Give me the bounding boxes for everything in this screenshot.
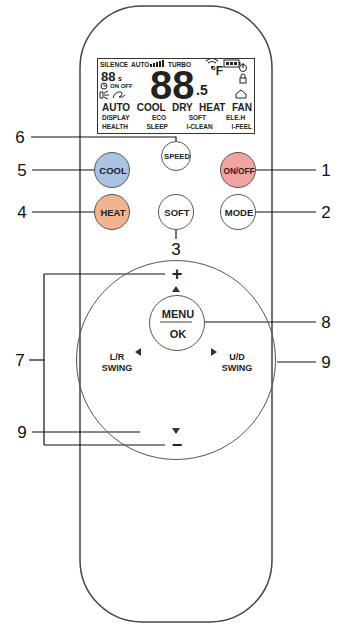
button-label: L/R SWING xyxy=(98,352,136,374)
button-label: OK xyxy=(170,328,187,340)
menu-ok-button: MENU OK xyxy=(149,295,205,351)
cool-button: COOL xyxy=(94,152,130,188)
button-label: SOFT xyxy=(164,208,189,218)
direction-ring: + − L/R SWING U/D SWING MENU OK xyxy=(76,260,276,460)
button-label: HEALTH SLEEP I-CLEAN I-FEEL xyxy=(102,123,252,130)
soft-button: SOFT xyxy=(158,194,194,230)
button-label: .5 xyxy=(196,83,208,98)
button-label: − xyxy=(172,436,183,456)
button-label: ON OFF xyxy=(110,83,133,90)
button-label: °F xyxy=(211,65,223,78)
lcd-display: SILENCEAUTOTURBO88sON OFF88.5°FAUTO COOL… xyxy=(97,58,255,134)
power-button: ON/OFF xyxy=(220,152,256,188)
callout-number: 9 xyxy=(320,354,331,371)
callout-number: 1 xyxy=(320,162,331,179)
button-label: ELE.H xyxy=(226,114,245,121)
button-label: SPEED xyxy=(164,153,190,161)
button-label: MODE xyxy=(225,208,254,218)
button-label: U/D SWING xyxy=(218,352,256,374)
button-label: + xyxy=(172,265,183,285)
button-label: SILENCE xyxy=(100,61,128,68)
callout-number: 7 xyxy=(14,352,25,369)
remote-body xyxy=(80,6,272,622)
button-label: MENU xyxy=(162,308,194,320)
button-label: COOL xyxy=(99,166,126,176)
menu-divider xyxy=(160,322,192,323)
button-label: ON/OFF xyxy=(224,167,255,176)
callout-number: 6 xyxy=(14,129,25,146)
speed-button: SPEED xyxy=(161,141,191,171)
button-label: s xyxy=(118,75,122,83)
callout-number: 4 xyxy=(16,204,27,221)
button-label: 88 xyxy=(150,63,195,107)
button-label: DISPLAY ECO SOFT xyxy=(102,114,206,121)
button-label: 88 xyxy=(101,70,115,84)
callout-number: 2 xyxy=(320,204,331,221)
mode-button: MODE xyxy=(220,194,256,230)
heat-button: HEAT xyxy=(94,194,130,230)
button-label: AUTO COOL DRY HEAT FAN xyxy=(102,102,252,113)
callout-number: 9 xyxy=(16,424,27,441)
button-label: AUTO xyxy=(131,61,149,68)
leader-lines xyxy=(29,137,316,445)
callout-number: 5 xyxy=(16,162,27,179)
callout-number: 3 xyxy=(170,241,181,258)
callout-number: 8 xyxy=(320,314,331,331)
direction-arrows xyxy=(135,286,217,434)
button-label: HEAT xyxy=(100,208,125,218)
